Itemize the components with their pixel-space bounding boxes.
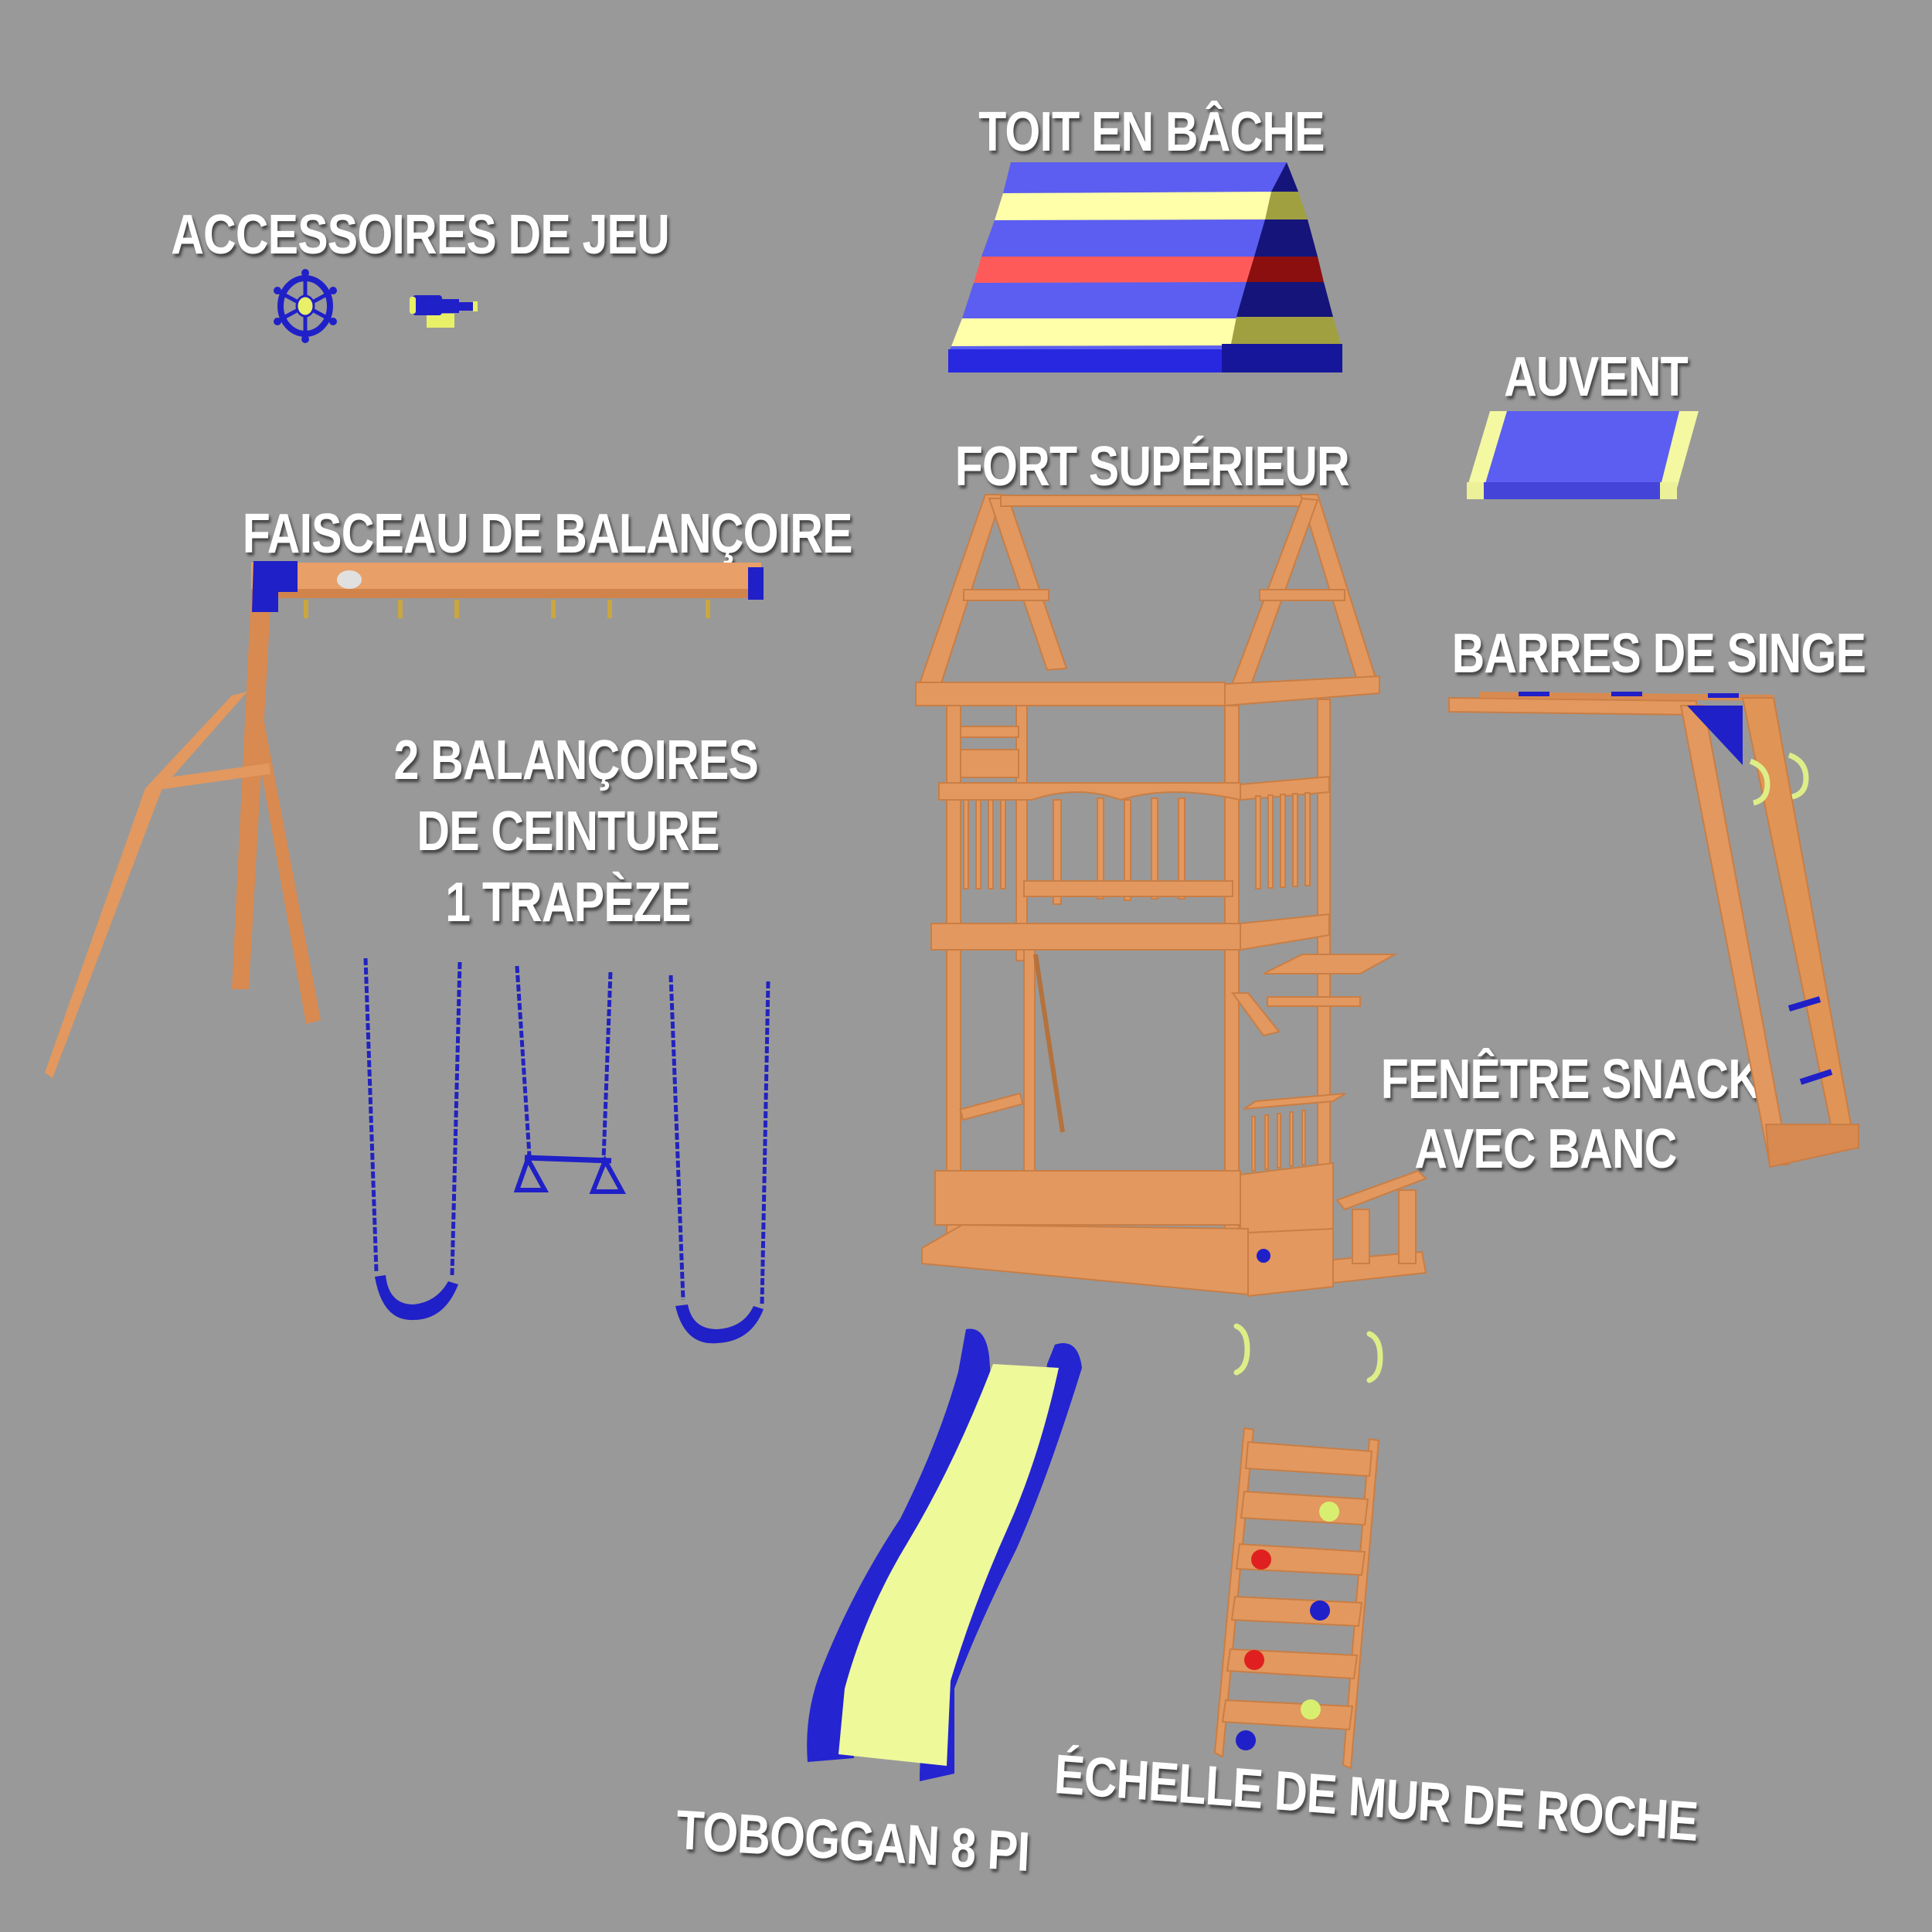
label-swings-line1: 2 BALANÇOIRES <box>393 730 759 791</box>
label-accessories: ACCESSOIRES DE JEU <box>171 204 670 266</box>
rock-wall-ladder <box>1206 1427 1380 1770</box>
awning <box>1467 411 1702 500</box>
swing-beam-icon <box>45 561 764 1078</box>
label-snack-line1: FENÊTRE SNACK <box>1380 1049 1761 1111</box>
label-snack-line2: AVEC BANC <box>1414 1118 1677 1180</box>
handle-icon <box>1366 1331 1383 1383</box>
rock-wall-icon <box>1213 1427 1380 1770</box>
label-monkey-bars: BARRES DE SINGE <box>1451 623 1866 685</box>
ship-wheel <box>272 269 338 343</box>
wave-slide <box>792 1325 1109 1789</box>
label-snack-window: FENÊTRE SNACK AVEC BANC <box>1380 1045 1761 1184</box>
awning-icon <box>1467 411 1699 499</box>
belt-swing-left <box>359 957 468 1329</box>
belt-swing-icon <box>363 957 462 1321</box>
telescope-icon <box>410 295 478 328</box>
belt-swing-right <box>666 975 774 1346</box>
slide-icon <box>807 1328 1082 1781</box>
label-swings: 2 BALANÇOIRES DE CEINTURE 1 TRAPÈZE <box>393 725 759 938</box>
tarp-roof-icon <box>948 162 1342 372</box>
monkey-bars <box>1448 692 1866 1171</box>
fort-tower <box>915 491 1427 1302</box>
telescope <box>410 292 483 331</box>
handle-icon <box>1233 1323 1250 1376</box>
safety-handle-right <box>1362 1331 1385 1385</box>
label-slide: TOBOGGAN 8 PI <box>675 1798 1031 1884</box>
ship-wheel-icon <box>274 269 337 343</box>
label-swings-line2: DE CEINTURE <box>417 801 719 862</box>
trapeze-icon <box>513 965 627 1194</box>
label-swing-beam: FAISCEAU DE BALANÇOIRE <box>242 503 853 565</box>
tarp-roof <box>947 162 1345 379</box>
label-awning: AUVENT <box>1504 346 1689 408</box>
monkey-bars-icon <box>1448 692 1859 1168</box>
trapeze-bar <box>513 965 630 1198</box>
label-tarp-roof: TOIT EN BÂCHE <box>978 101 1325 163</box>
label-swings-line3: 1 TRAPÈZE <box>445 872 691 934</box>
label-upper-fort: FORT SUPÉRIEUR <box>954 436 1350 498</box>
safety-handle-left <box>1229 1323 1252 1377</box>
fort-tower-icon <box>915 494 1427 1298</box>
belt-swing-icon <box>668 975 770 1344</box>
swing-beam <box>45 556 788 1090</box>
